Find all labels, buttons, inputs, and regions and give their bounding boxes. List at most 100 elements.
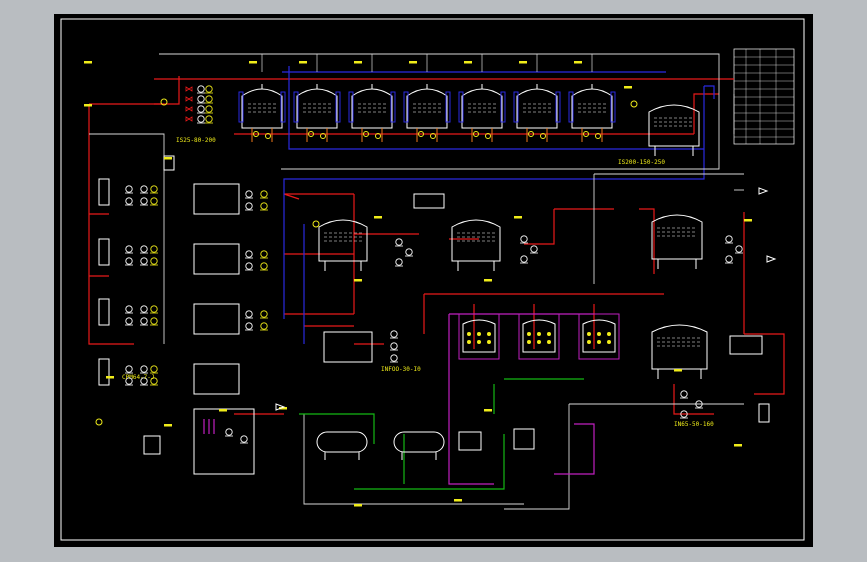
crystallizer-icon — [518, 313, 560, 360]
heat-exchanger-icon — [193, 183, 240, 215]
label-mid-pump: INFOO-30-I0 — [381, 366, 421, 373]
equipment-tag-mark — [374, 216, 382, 219]
centrifugal-pump-icon — [520, 235, 528, 244]
centrifugal-pump-icon — [140, 317, 148, 326]
fermenter-tank-icon — [513, 84, 561, 142]
centrifugal-pump-icon — [140, 365, 148, 374]
centrifugal-pump-icon — [260, 202, 268, 211]
arrow-icon — [758, 187, 769, 195]
centrifugal-pump-icon — [240, 435, 248, 444]
centrifugal-pump-icon — [205, 105, 213, 114]
equipment-tag-mark — [219, 409, 227, 412]
equipment-tag-mark — [164, 424, 172, 427]
centrifugal-pump-icon — [245, 310, 253, 319]
label-top-pump: IS25-80-200 — [176, 137, 216, 144]
gauge-icon — [160, 98, 168, 106]
centrifugal-pump-icon — [150, 245, 158, 254]
filter-vessel-icon — [758, 403, 770, 423]
centrifugal-pump-icon — [205, 115, 213, 124]
centrifugal-pump-icon — [140, 377, 148, 386]
magenta-steam-pipes — [203, 313, 595, 485]
heat-exchanger-icon — [193, 303, 240, 335]
parts-list-table — [733, 48, 795, 145]
fermenter-tank-icon — [348, 84, 396, 142]
label-left-filter: CPM64-7-J — [122, 374, 155, 381]
drawing-sheet: IS25-80-200 IS200-150-250 CPM64-7-J INFO… — [54, 14, 813, 547]
centrifugal-pump-icon — [125, 365, 133, 374]
centrifugal-pump-icon — [225, 428, 233, 437]
equipment-tag-mark — [164, 157, 172, 160]
centrifugal-pump-icon — [680, 390, 688, 399]
centrifugal-pump-icon — [125, 185, 133, 194]
blue-return-pipes — [282, 66, 715, 344]
pressure-vessel-icon — [393, 431, 445, 460]
centrifugal-pump-icon — [725, 255, 733, 264]
filter-vessel-icon — [98, 358, 110, 386]
centrifugal-pump-icon — [125, 257, 133, 266]
fermenter-tank-icon — [568, 84, 616, 142]
equipment-tag-mark — [84, 104, 92, 107]
heat-exchanger-icon — [193, 243, 240, 275]
equipment-layer — [98, 54, 770, 475]
equipment-tag-mark — [514, 216, 522, 219]
centrifugal-pump-icon — [735, 245, 743, 254]
fermenter-tank-icon — [403, 84, 451, 142]
water-tank-icon — [193, 408, 255, 475]
equipment-tag-mark — [299, 61, 307, 64]
equipment-tag-mark — [354, 504, 362, 507]
centrifugal-pump-icon — [140, 305, 148, 314]
filter-vessel-icon — [98, 298, 110, 326]
equipment-tag-mark — [624, 86, 632, 89]
control-box-icon — [413, 193, 445, 209]
centrifugal-pump-icon — [725, 235, 733, 244]
centrifugal-pump-icon — [125, 197, 133, 206]
equipment-tag-mark — [734, 444, 742, 447]
storage-tank-icon — [451, 219, 501, 271]
reactor-icon — [143, 435, 161, 455]
equipment-tag-mark — [106, 376, 114, 379]
storage-tank-icon — [651, 214, 703, 269]
centrifugal-pump-icon — [695, 400, 703, 409]
product-tank-icon — [648, 104, 700, 156]
centrifugal-pump-icon — [140, 185, 148, 194]
heat-exchanger-icon — [193, 363, 240, 395]
centrifugal-pump-icon — [245, 322, 253, 331]
centrifugal-pump-icon — [395, 238, 403, 247]
arrow-icon — [275, 403, 286, 411]
pressure-vessel-icon — [316, 431, 368, 460]
equipment-tag-mark — [574, 61, 582, 64]
centrifugal-pump-icon — [245, 190, 253, 199]
pump-groups — [84, 61, 777, 507]
centrifugal-pump-icon — [150, 377, 158, 386]
centrifugal-pump-icon — [245, 250, 253, 259]
centrifugal-pump-icon — [245, 262, 253, 271]
centrifugal-pump-icon — [405, 248, 413, 257]
centrifugal-pump-icon — [390, 330, 398, 339]
centrifugal-pump-icon — [390, 354, 398, 363]
equipment-tag-mark — [249, 61, 257, 64]
equipment-tag-mark — [409, 61, 417, 64]
gauge-icon — [312, 220, 320, 228]
centrifugal-pump-icon — [150, 197, 158, 206]
centrifugal-pump-icon — [197, 95, 205, 104]
fermenter-tank-icon — [238, 84, 286, 142]
equipment-tag-mark — [484, 409, 492, 412]
centrifugal-pump-icon — [520, 255, 528, 264]
centrifugal-pump-icon — [140, 257, 148, 266]
equipment-tag-mark — [674, 369, 682, 372]
equipment-tag-mark — [279, 407, 287, 410]
separator-icon — [458, 431, 482, 451]
centrifugal-pump-icon — [150, 257, 158, 266]
equipment-tag-mark — [454, 499, 462, 502]
filter-vessel-icon — [163, 155, 175, 171]
valve-icon — [185, 116, 193, 122]
green-cooling-pipes — [299, 378, 584, 490]
heat-exchanger-icon — [323, 331, 373, 363]
equipment-tag-mark — [484, 279, 492, 282]
parts-list-frame — [733, 48, 795, 145]
centrifugal-pump-icon — [125, 377, 133, 386]
drawing-border — [60, 18, 805, 541]
crystallizer-icon — [458, 313, 500, 360]
centrifugal-pump-icon — [395, 258, 403, 267]
